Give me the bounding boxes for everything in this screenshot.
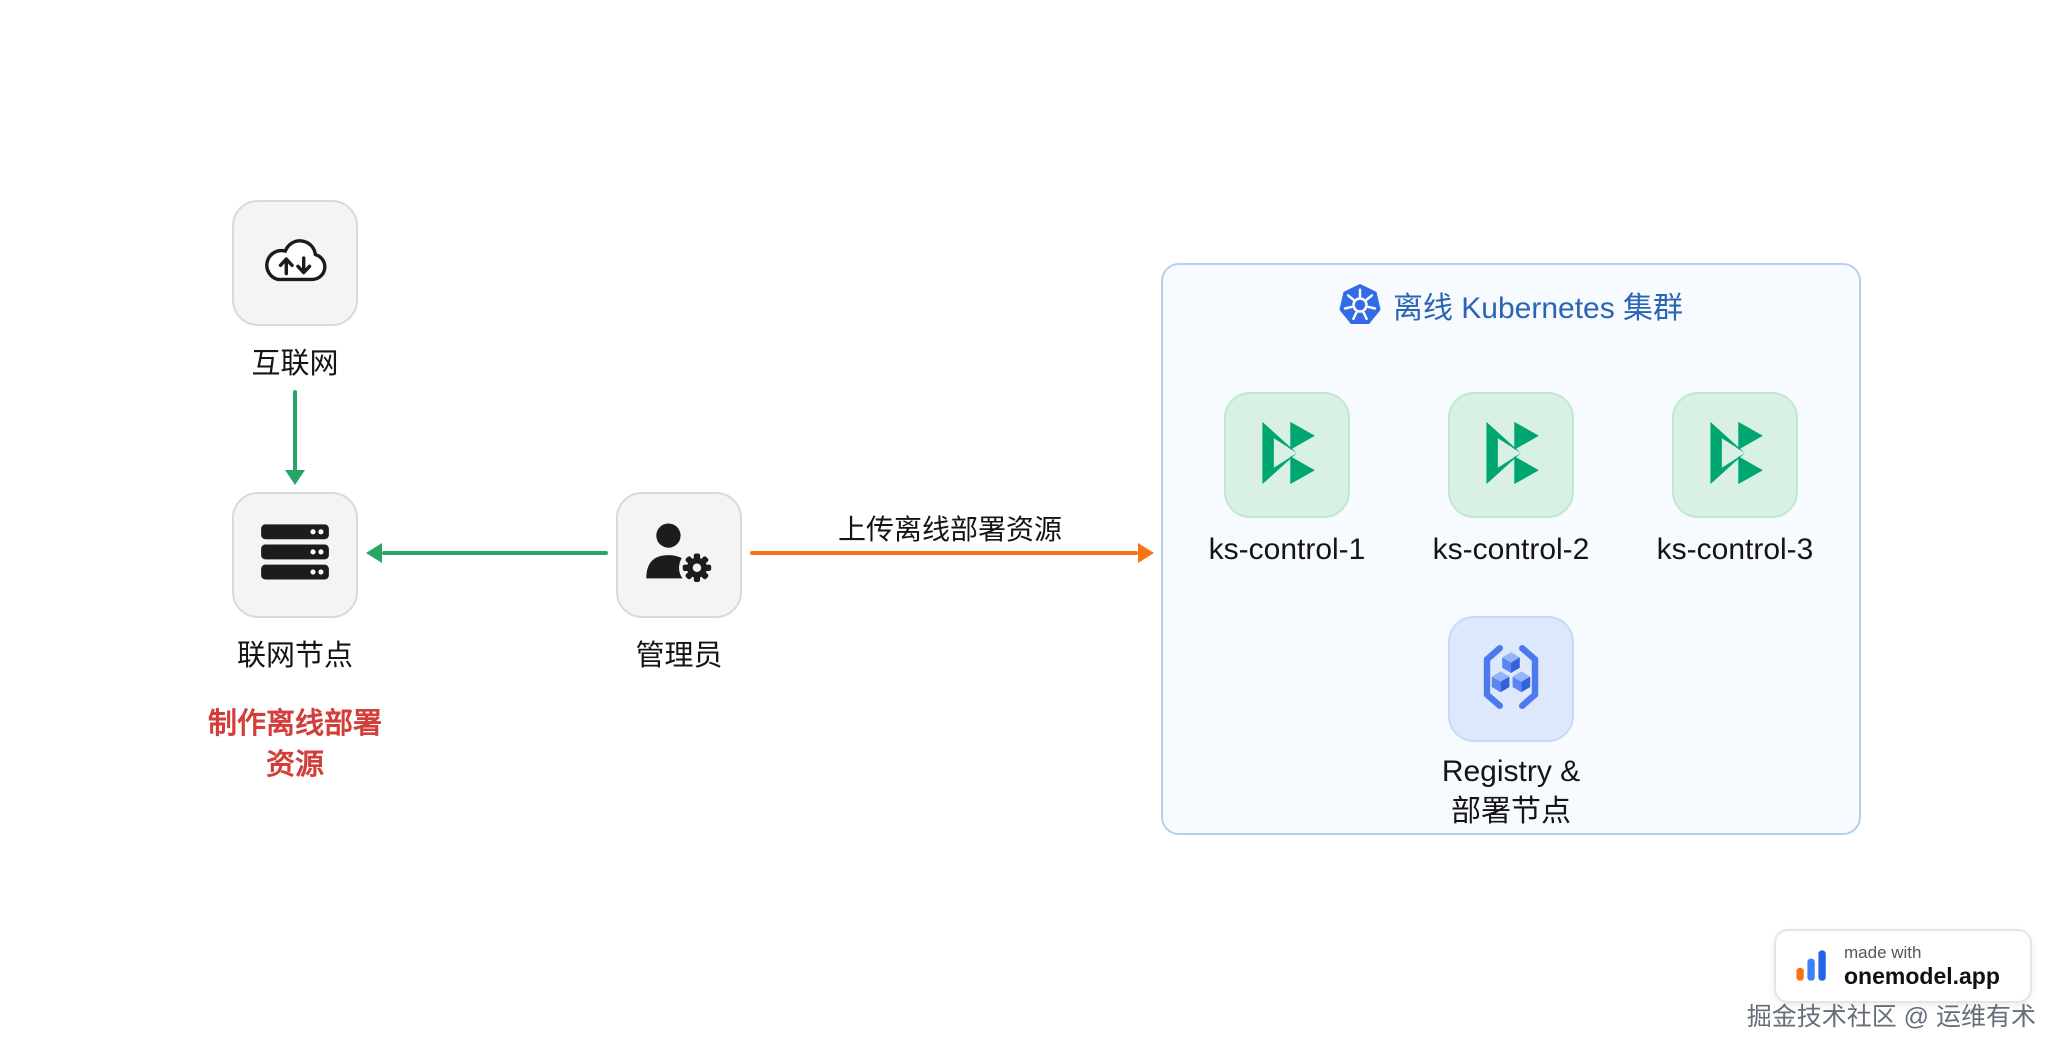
badge-brand-text: onemodel.app xyxy=(1844,962,2000,989)
ks-control-1-node xyxy=(1224,392,1350,518)
internet-node-label: 互联网 xyxy=(251,348,339,380)
kubernetes-helm-icon xyxy=(1339,284,1381,326)
arrow-admin-to-cluster xyxy=(750,551,1138,555)
registry-node xyxy=(1448,616,1574,742)
ks-control-2-node xyxy=(1448,392,1574,518)
arrowhead-down xyxy=(285,470,305,485)
registry-label-line2: 部署节点 xyxy=(1451,795,1571,828)
upload-arrow-label: 上传离线部署资源 xyxy=(837,514,1062,545)
registry-node-label: Registry & 部署节点 xyxy=(1381,752,1641,832)
ks-control-2-label: ks-control-2 xyxy=(1432,533,1590,566)
gateway-node-label: 联网节点 xyxy=(236,640,353,672)
admin-node xyxy=(616,492,742,618)
kubesphere-logo-icon xyxy=(1246,412,1328,499)
ks-control-1-label: ks-control-1 xyxy=(1208,533,1366,566)
admin-user-gear-icon xyxy=(641,520,717,591)
gateway-note: 制作离线部署 资源 xyxy=(125,704,465,786)
watermark-text: 掘金技术社区 @ 运维有术 xyxy=(1746,1003,2036,1031)
gateway-node xyxy=(232,492,358,618)
arrow-admin-to-gateway xyxy=(382,551,608,555)
onemodel-badge[interactable]: made with onemodel.app xyxy=(1774,929,2032,1003)
registry-label-line1: Registry & xyxy=(1441,755,1581,788)
server-stack-icon xyxy=(259,522,331,589)
ks-control-3-label: ks-control-3 xyxy=(1656,533,1814,566)
internet-node xyxy=(232,200,358,326)
registry-cubes-icon xyxy=(1471,637,1551,722)
kubesphere-logo-icon xyxy=(1694,412,1776,499)
admin-node-label: 管理员 xyxy=(635,640,723,672)
gateway-note-line2: 资源 xyxy=(265,749,324,781)
arrowhead-left xyxy=(366,543,382,563)
arrow-internet-to-gateway xyxy=(293,390,297,472)
gateway-note-line1: 制作离线部署 xyxy=(207,708,382,740)
arrowhead-right xyxy=(1138,543,1154,563)
kubesphere-logo-icon xyxy=(1470,412,1552,499)
badge-made-with-text: made with xyxy=(1844,943,1922,962)
onemodel-logo-icon xyxy=(1790,944,1834,988)
ks-control-3-node xyxy=(1672,392,1798,518)
cluster-title-text: 离线 Kubernetes 集群 xyxy=(1392,292,1684,325)
internet-cloud-icon xyxy=(256,231,334,296)
cluster-title: 离线 Kubernetes 集群 xyxy=(1161,281,1861,329)
